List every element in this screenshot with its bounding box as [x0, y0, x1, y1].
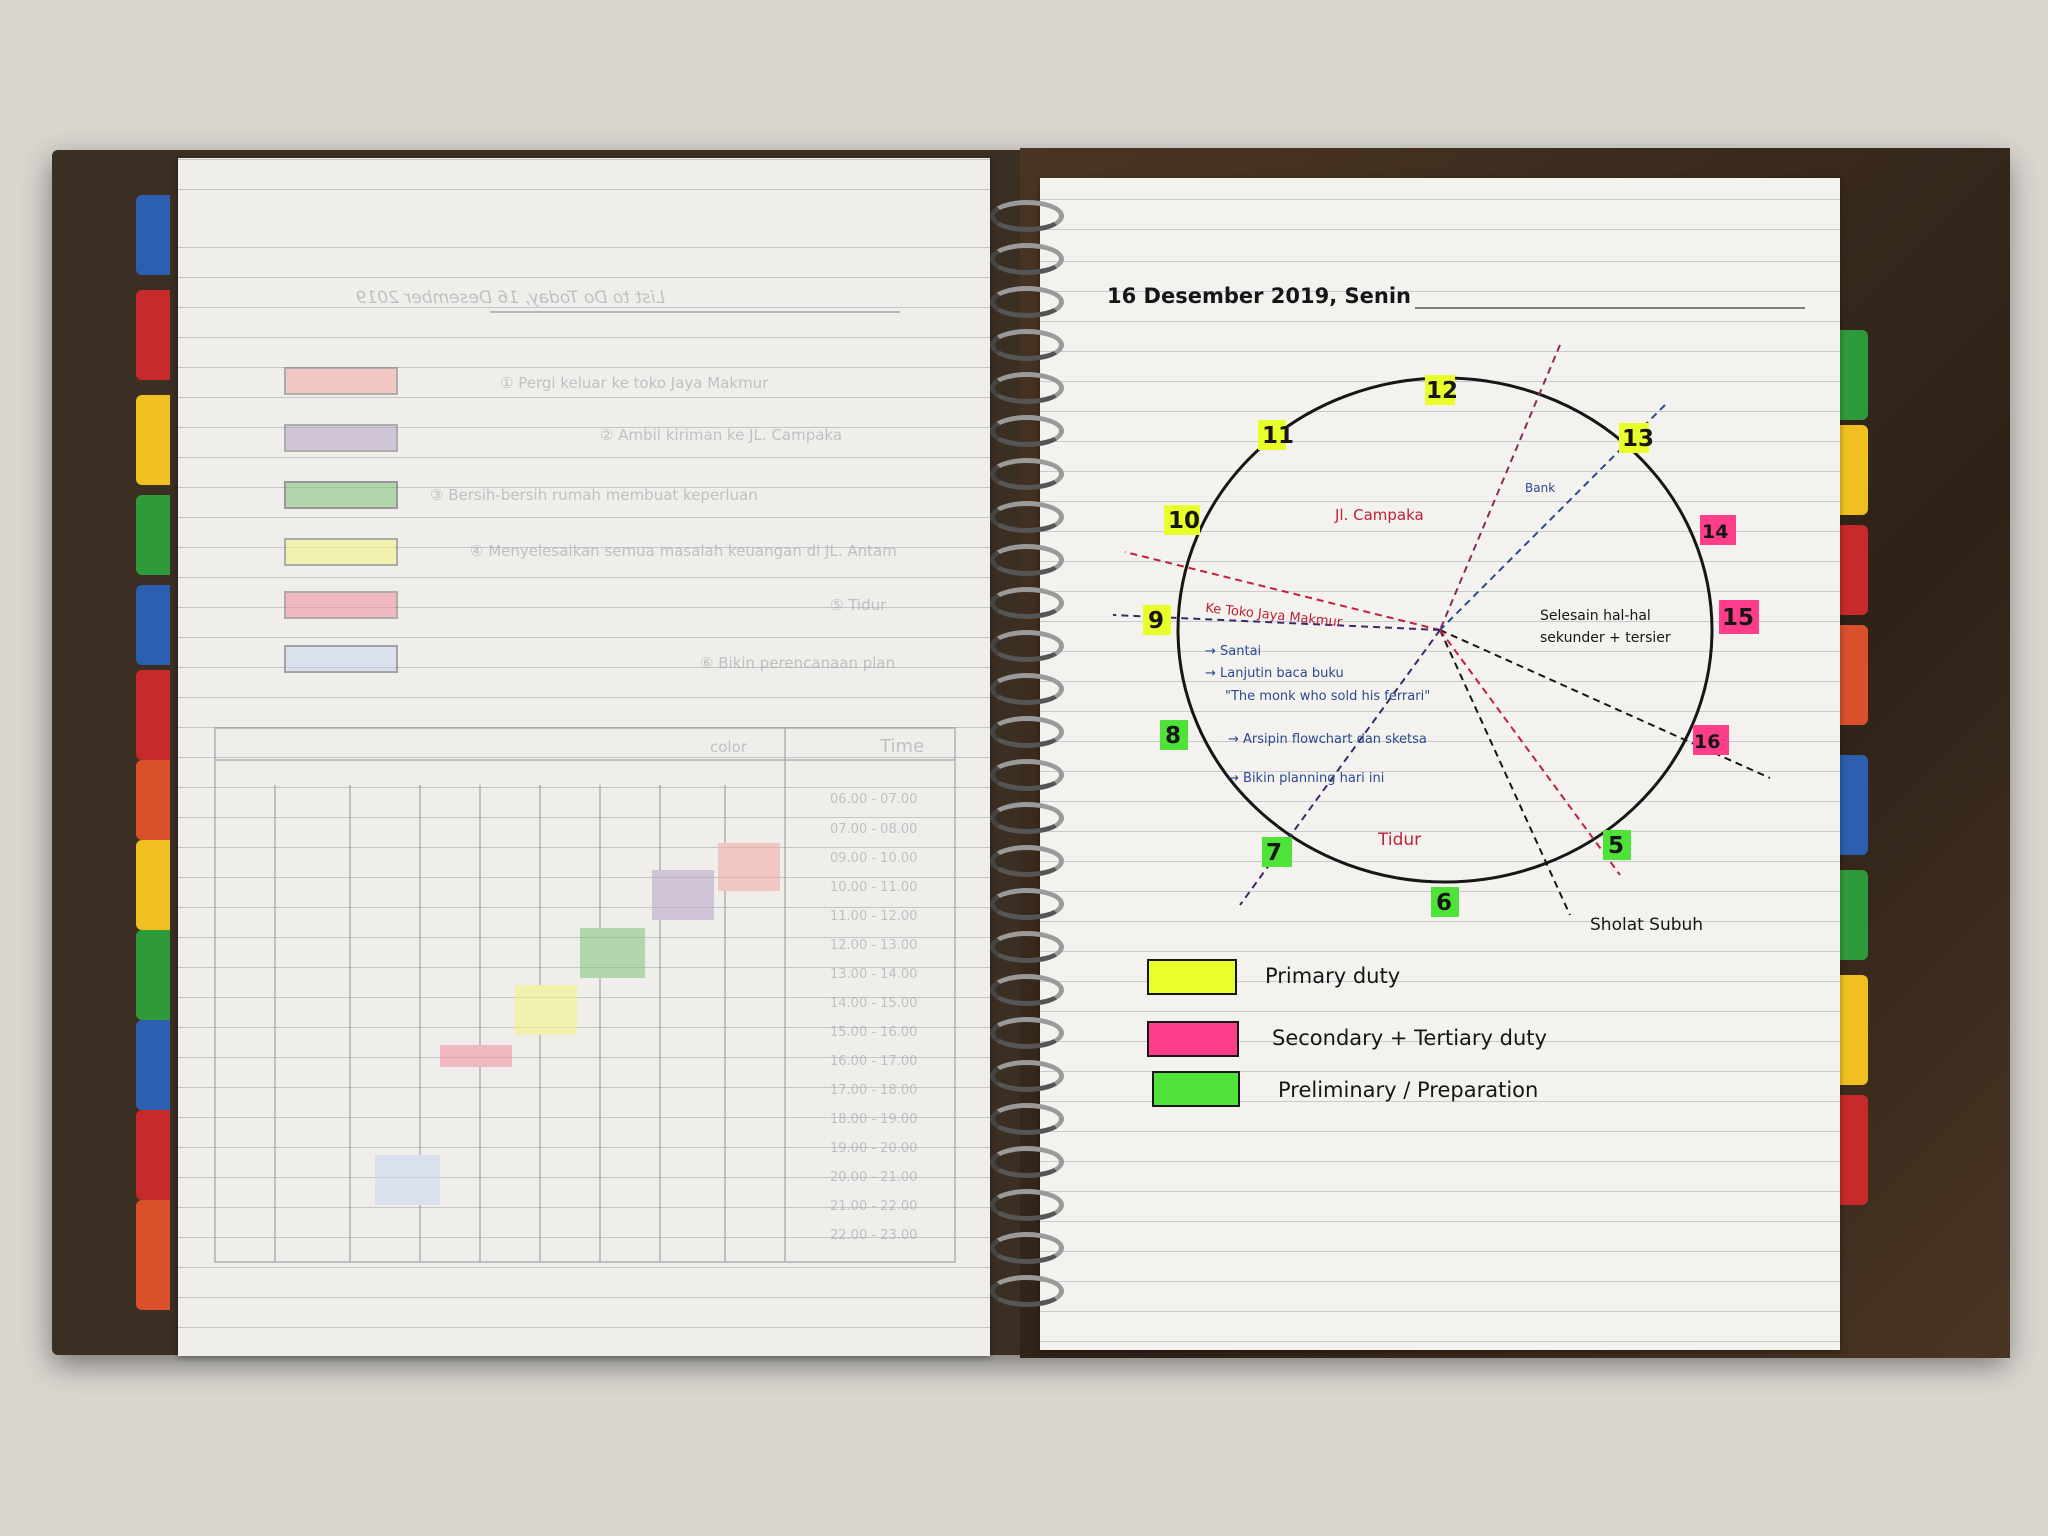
schedule-block: [580, 928, 645, 978]
legend-label: Preliminary / Preparation: [1278, 1078, 1538, 1102]
time-slot: 09.00 - 10.00: [830, 851, 917, 866]
clock-hour: 15: [1722, 605, 1754, 631]
clock-hour: 11: [1262, 423, 1294, 449]
legend-swatch-secondary: [1147, 1021, 1239, 1057]
swatch-pink: [284, 367, 398, 395]
swatch-yellow: [284, 538, 398, 566]
time-slot: 12.00 - 13.00: [830, 938, 917, 953]
schedule-block: [440, 1045, 512, 1067]
divider-tab: [136, 760, 170, 840]
legend-label: Primary duty: [1265, 964, 1400, 988]
swatch-blue: [284, 645, 398, 673]
region-label-toko: Ke Toko Jaya Makmur: [1205, 601, 1344, 630]
divider-tab: [136, 195, 170, 275]
divider-tab: [136, 585, 170, 665]
schedule-block: [375, 1155, 440, 1205]
legend-swatch-primary: [1147, 959, 1237, 995]
clock-hour: 12: [1426, 378, 1458, 404]
divider-tab: [136, 1200, 170, 1310]
time-slot: 16.00 - 17.00: [830, 1054, 917, 1069]
clock-hour: 9: [1148, 608, 1164, 634]
divider-tab: [136, 395, 170, 485]
schedule-grid: [214, 727, 956, 1263]
time-slot: 22.00 - 23.00: [830, 1228, 917, 1243]
time-slot: 21.00 - 22.00: [830, 1199, 917, 1214]
swatch-purple: [284, 424, 398, 452]
todo-item: ⑤ Tidur: [830, 596, 887, 614]
legend-swatch-preliminary: [1152, 1071, 1240, 1107]
clock-hour: 16: [1694, 731, 1720, 753]
divider-tab: [1838, 1095, 1868, 1205]
clock-hour: 6: [1436, 890, 1452, 916]
region-label-sholat: Sholat Subuh: [1590, 915, 1703, 935]
table-header-time: Time: [879, 736, 924, 757]
clock-hour: 8: [1165, 723, 1181, 749]
left-page-content: List to Do Today, 16 Desember 2019 ① Per…: [214, 288, 956, 1263]
note-item: → Bikin planning hari ini: [1228, 771, 1384, 786]
note-item: → Lanjutin baca buku: [1205, 666, 1344, 681]
time-slot: 13.00 - 14.00: [830, 967, 917, 982]
note-item: → Santai: [1205, 644, 1261, 659]
divider-tab: [136, 840, 170, 930]
legend: Primary duty Secondary + Tertiary duty P…: [1147, 959, 1547, 1107]
todo-item: ④ Menyelesaikan semua masalah keuangan d…: [470, 542, 897, 560]
divider-tab: [136, 1110, 170, 1200]
todo-item: ③ Bersih-bersih rumah membuat keperluan: [430, 486, 758, 504]
time-slot: 06.00 - 07.00: [830, 792, 917, 807]
table-header-color: color: [710, 738, 748, 756]
clock-hour: 7: [1266, 840, 1282, 866]
clock-hour: 5: [1608, 833, 1624, 859]
left-page-title: List to Do Today, 16 Desember 2019: [356, 288, 665, 308]
clock-hour: 13: [1622, 426, 1654, 452]
time-slot: 11.00 - 12.00: [830, 909, 917, 924]
swatch-rose: [284, 591, 398, 619]
notes-list: → Santai → Lanjutin baca buku "The monk …: [1205, 644, 1430, 786]
note-item: "The monk who sold his ferrari": [1225, 689, 1430, 704]
swatch-green: [284, 481, 398, 509]
time-slot: 07.00 - 08.00: [830, 822, 917, 837]
todo-item: ⑥ Bikin perencanaan plan: [700, 654, 895, 672]
divider-tab: [1838, 625, 1868, 725]
time-slot: 19.00 - 20.00: [830, 1141, 917, 1156]
divider-tab: [136, 495, 170, 575]
date-heading: 16 Desember 2019, Senin: [1107, 284, 1411, 308]
divider-tab: [136, 670, 170, 760]
region-label-selesai: Selesain hal-hal sekunder + tersier: [1540, 608, 1671, 646]
time-slot: 20.00 - 21.00: [830, 1170, 917, 1185]
time-slot: 15.00 - 16.00: [830, 1025, 917, 1040]
divider-tab: [136, 930, 170, 1020]
schedule-block: [718, 843, 780, 891]
time-slot: 14.00 - 15.00: [830, 996, 917, 1011]
right-page: [1040, 178, 1840, 1350]
time-divider-lines: [1112, 344, 1771, 916]
divider-tab: [1838, 870, 1868, 960]
schedule-block: [652, 870, 714, 920]
note-item: → Arsipin flowchart dan sketsa: [1228, 732, 1427, 747]
divider-tab: [1838, 755, 1868, 855]
schedule-block: [515, 985, 577, 1035]
time-slot: 17.00 - 18.00: [830, 1083, 917, 1098]
divider-tab: [1838, 330, 1868, 420]
divider-tab: [136, 1020, 170, 1110]
divider-tab: [1838, 425, 1868, 515]
region-label-bank: Bank: [1525, 481, 1555, 495]
legend-label: Secondary + Tertiary duty: [1272, 1026, 1547, 1050]
region-label-tidur: Tidur: [1377, 830, 1421, 850]
clock-hour: 14: [1702, 521, 1728, 543]
todo-item: ② Ambil kiriman ke JL. Campaka: [600, 426, 842, 444]
clock-hour: 10: [1168, 508, 1200, 534]
time-slot: 10.00 - 11.00: [830, 880, 917, 895]
divider-tab: [1838, 975, 1868, 1085]
region-label-campaka: Jl. Campaka: [1334, 506, 1424, 524]
divider-tab: [1838, 525, 1868, 615]
time-slot: 18.00 - 19.00: [830, 1112, 917, 1127]
left-page: [178, 158, 990, 1356]
divider-tab: [136, 290, 170, 380]
todo-item: ① Pergi keluar ke toko Jaya Makmur: [500, 374, 769, 392]
